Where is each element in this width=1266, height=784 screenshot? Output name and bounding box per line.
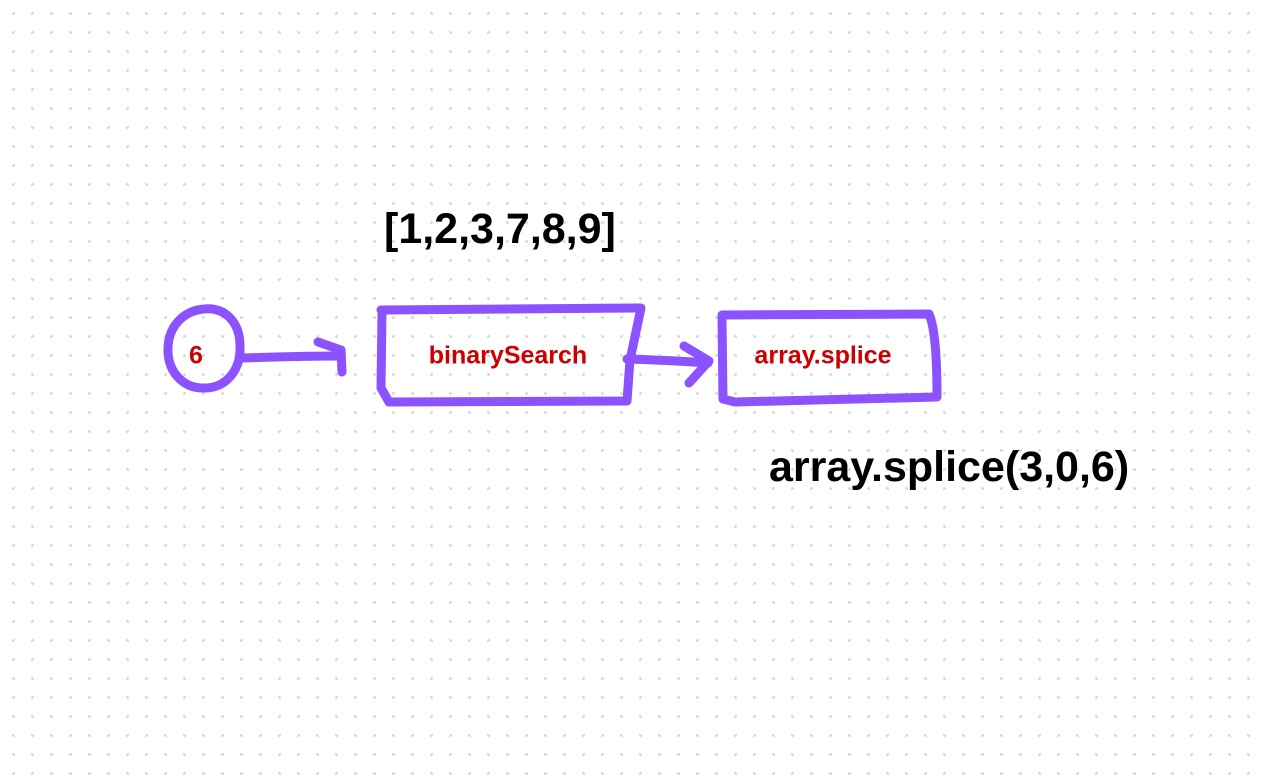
input-circle — [163, 304, 245, 393]
array-label: [1,2,3,7,8,9] — [384, 205, 616, 253]
arrow-input-to-binarysearch — [237, 351, 345, 363]
arrow-binarysearch-to-splice — [622, 354, 713, 368]
splice-label: array.splice — [754, 341, 892, 370]
binarysearch-label: binarySearch — [428, 341, 588, 370]
input-value: 6 — [189, 341, 203, 370]
arrowhead-2 — [679, 341, 714, 388]
splice-box — [717, 309, 942, 407]
binarysearch-box — [376, 303, 646, 407]
splice-call-label: array.splice(3,0,6) — [769, 443, 1130, 491]
arrowhead-1 — [313, 337, 347, 377]
